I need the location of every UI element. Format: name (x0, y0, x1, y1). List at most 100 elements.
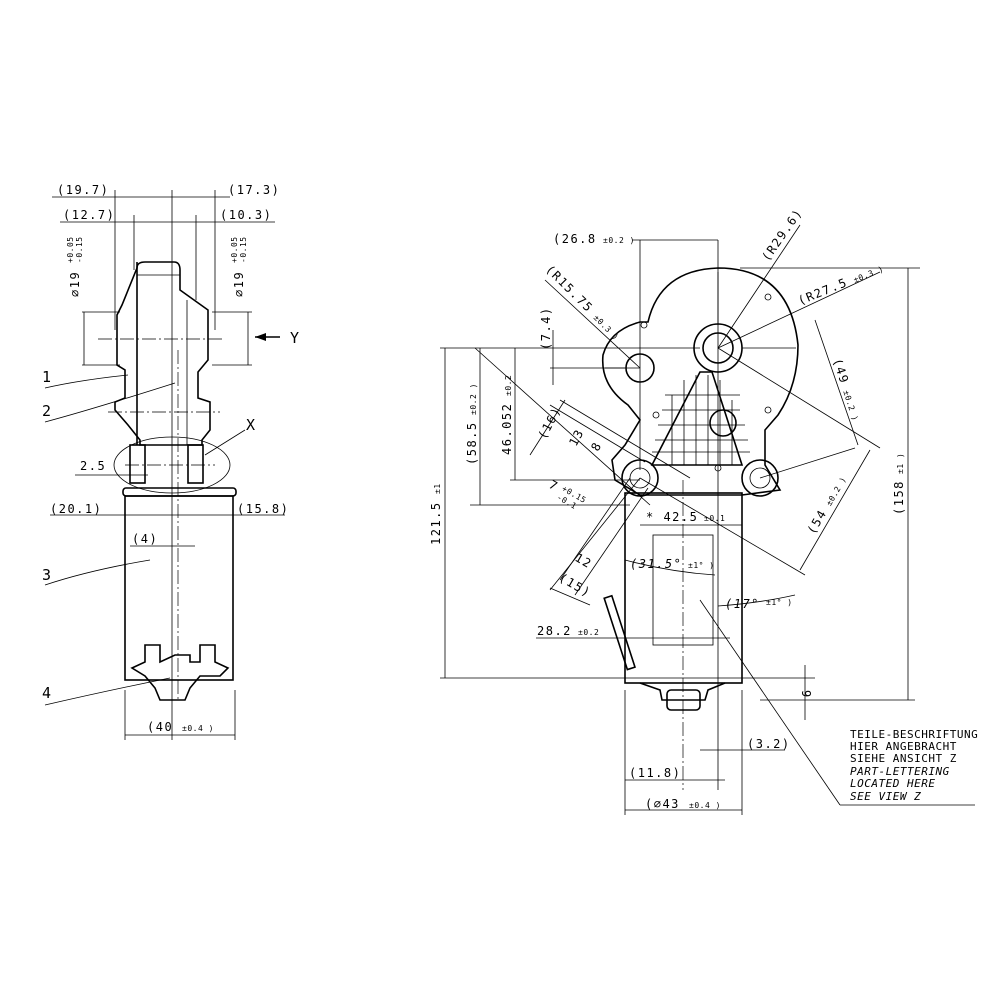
connector-side (130, 644, 230, 701)
motor-shaft-end (666, 689, 701, 711)
dim-3-2: (3.2) (747, 737, 791, 751)
dim-121-5-tol: ±1 (433, 483, 442, 494)
angle-17-tol: ±1° ) (766, 598, 793, 607)
dim-54-tol: ±0.2 ) (824, 475, 848, 507)
screw-hole (764, 406, 772, 414)
dim-43-tol: ±0.4 ) (689, 801, 721, 810)
r27-5-tol: ±0.3 ) (852, 264, 885, 284)
r15-75-label: (R15.75 ±0.3 ) (543, 262, 621, 342)
screw-hole (764, 293, 772, 301)
r15-75-leader (544, 279, 641, 369)
dim-line-54 (799, 449, 871, 571)
leader-part-4 (44, 677, 171, 706)
r27-5: (R27.5 (796, 275, 850, 308)
dim-158: (158 (892, 480, 906, 515)
dim-16: (16) (535, 404, 564, 441)
dim-17-3: (17.3) (228, 183, 280, 197)
r29-6: (R29.6) (759, 206, 806, 264)
tol-lower: -0.15 (239, 236, 248, 263)
motor-can-front (624, 492, 743, 684)
dim-121-5-label: 121.5 ±1 (429, 483, 443, 545)
dim-158-tol: ±1 ) (896, 453, 905, 474)
gearbox-housing-side (114, 261, 211, 446)
dim-15-8: (15.8) (237, 502, 289, 516)
view-y-label: Y (290, 329, 301, 347)
dim-12: 12 (573, 550, 595, 571)
dim-2-5: 2.5 (80, 459, 106, 473)
dim-7-label: 7 +0.15 -0.1 (547, 477, 588, 511)
dia19-left-label: ∅19 +0.05 -0.15 (66, 236, 84, 297)
dim-4: (4) (132, 532, 158, 546)
note-line: HIER ANGEBRACHT (850, 740, 957, 753)
screw-hole (652, 411, 660, 419)
dia19-right: ∅19 (232, 271, 246, 297)
note-line: PART-LETTERING (850, 765, 950, 778)
ext-line (574, 487, 649, 596)
dim-line-49 (814, 319, 859, 446)
dim-49: (49 (830, 357, 851, 386)
dim-58-5-label: (58.5 ±0.2 ) (465, 383, 479, 465)
dim-42-5: * 42.5 (646, 510, 698, 524)
dim-15: (15) (557, 570, 594, 600)
angle-arc-31-5 (624, 559, 716, 576)
tol-upper: +0.05 (230, 236, 239, 263)
dia19-left: ∅19 (68, 271, 82, 297)
dim-158-label: (158 ±1 ) (892, 453, 906, 515)
dim-19-7: (19.7) (57, 183, 109, 197)
dim-54-label: (54 ±0.2 ) (804, 475, 848, 537)
side-view: (19.7) (17.3) (12.7) (10.3) ∅19 +0.05 -0… (42, 183, 301, 740)
dim-121-5: 121.5 (429, 501, 443, 545)
dim-12-7: (12.7) (63, 208, 115, 222)
gear-housing (601, 267, 799, 496)
dim-26-8-tol: ±0.2 ) (603, 236, 635, 245)
note-line: TEILE-BESCHRIFTUNG (850, 728, 978, 741)
ext-line (639, 477, 806, 576)
angle-arc-17 (717, 594, 796, 607)
detail-x-circle (113, 436, 231, 494)
dim-54: (54 (804, 507, 829, 537)
front-view: (26.8 ±0.2 ) (R15.75 ±0.3 ) (R29.6) (R27… (429, 206, 978, 815)
tol-lower: -0.15 (75, 236, 84, 263)
dim-10-3: (10.3) (220, 208, 272, 222)
angle-31-5-tol: ±1° ) (688, 561, 715, 570)
ext-line (717, 347, 881, 449)
part-number-2: 2 (42, 402, 53, 420)
r29-6-leader (717, 224, 801, 349)
leader-line (204, 429, 246, 456)
part-lettering-note: TEILE-BESCHRIFTUNG HIER ANGEBRACHT SIEHE… (850, 728, 978, 803)
dim-11-8: (11.8) (629, 766, 681, 780)
bearing-left (129, 444, 146, 484)
dim-46-052: 46.052 (500, 403, 514, 455)
motor-flange (122, 487, 237, 497)
dim-58-5-tol: ±0.2 ) (469, 383, 478, 415)
dim-42-5-tol: ±0.1 (704, 514, 725, 523)
angle-17: (17° (725, 597, 760, 611)
note-line: LOCATED HERE (850, 777, 935, 790)
terminal-tab (603, 594, 636, 671)
dim-7-4: (7.4) (539, 306, 553, 350)
motor-can-side (124, 495, 234, 681)
bearing-right (187, 444, 204, 484)
ext-line (474, 347, 651, 506)
leader-part-3 (44, 559, 151, 586)
note-line: SEE VIEW Z (850, 790, 921, 803)
dim-line-16 (529, 399, 566, 456)
ext-line (549, 404, 646, 463)
rib-triangle (650, 371, 744, 466)
dim-20-1: (20.1) (50, 502, 102, 516)
r27-5-leader (717, 271, 881, 349)
tol-upper: +0.05 (66, 236, 75, 263)
dim-28-2-tol: ±0.2 (578, 628, 599, 637)
dim-9: 9 (799, 690, 813, 699)
ext-line (549, 477, 641, 591)
angle-31-5: (31.5° (630, 557, 682, 571)
mount-boss-right (741, 459, 779, 497)
dim-40-tol: ±0.4 ) (182, 724, 214, 733)
detail-x-label: X (246, 416, 257, 434)
dim-46-052-tol: ±0.2 (504, 375, 513, 396)
ext-line (759, 447, 856, 479)
dim-26-8: (26.8 (553, 232, 597, 246)
dim-49-tol: ±0.2 ) (841, 389, 859, 422)
